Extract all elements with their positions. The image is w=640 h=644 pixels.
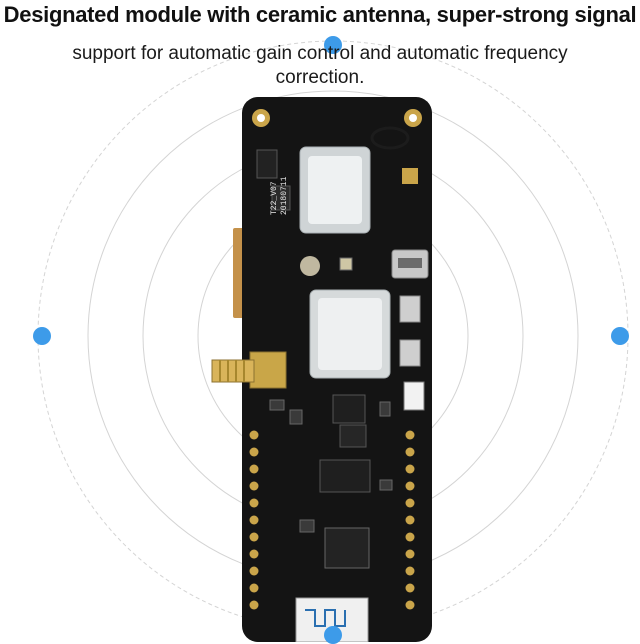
- header-pin: [249, 600, 259, 610]
- lora-module-shield: [318, 298, 382, 370]
- antenna-coil: [370, 126, 410, 150]
- esp32-chip: [324, 527, 370, 569]
- header-pin: [249, 430, 259, 440]
- power-switch: [403, 381, 425, 411]
- header-pin: [249, 583, 259, 593]
- header-pin: [405, 566, 415, 576]
- header-pin: [249, 566, 259, 576]
- header-pin: [249, 498, 259, 508]
- header-pin: [405, 430, 415, 440]
- header-pin: [249, 549, 259, 559]
- pcb-label: 20180711: [280, 176, 289, 215]
- micro-usb-opening: [398, 258, 422, 268]
- header-pin: [405, 447, 415, 457]
- side-switch: [399, 295, 421, 323]
- headline: Designated module with ceramic antenna, …: [3, 2, 637, 27]
- left-header-pins: [249, 430, 259, 610]
- header-pin: [249, 447, 259, 457]
- chip: [256, 149, 278, 179]
- chip: [271, 185, 291, 211]
- accent-dot: [324, 36, 342, 54]
- feature-description: support for automatic gain control and a…: [72, 43, 568, 88]
- ic-chip: [319, 459, 371, 493]
- header-pin: [405, 532, 415, 542]
- header-pin: [405, 464, 415, 474]
- smd-components: [269, 257, 393, 533]
- gps-module-shield: [308, 156, 362, 224]
- ic-chip: [339, 424, 367, 448]
- header-pin: [405, 481, 415, 491]
- side-switch: [399, 339, 421, 367]
- header-pin: [249, 481, 259, 491]
- sma-thread: [219, 360, 245, 382]
- pcb-label: T22_V07: [270, 181, 279, 215]
- sma-connector-base: [249, 351, 287, 389]
- ic-chip: [332, 394, 366, 424]
- accent-dot: [33, 327, 51, 345]
- crystal: [300, 256, 320, 276]
- header-pin: [405, 600, 415, 610]
- header-pin: [405, 583, 415, 593]
- wifi-antenna-trace: [305, 609, 346, 627]
- header-pin: [405, 498, 415, 508]
- mounting-holes: [252, 109, 422, 127]
- header-pin: [405, 515, 415, 525]
- ufl-connector: [402, 168, 418, 184]
- header-pin: [249, 464, 259, 474]
- header-pin: [249, 515, 259, 525]
- header-pin: [249, 532, 259, 542]
- accent-dot: [611, 327, 629, 345]
- mounting-hole: [409, 114, 417, 122]
- mounting-hole: [257, 114, 265, 122]
- sma-connector-barrel: [211, 359, 255, 383]
- right-header-pins: [405, 430, 415, 610]
- accent-dot: [324, 626, 342, 644]
- header-pin: [405, 549, 415, 559]
